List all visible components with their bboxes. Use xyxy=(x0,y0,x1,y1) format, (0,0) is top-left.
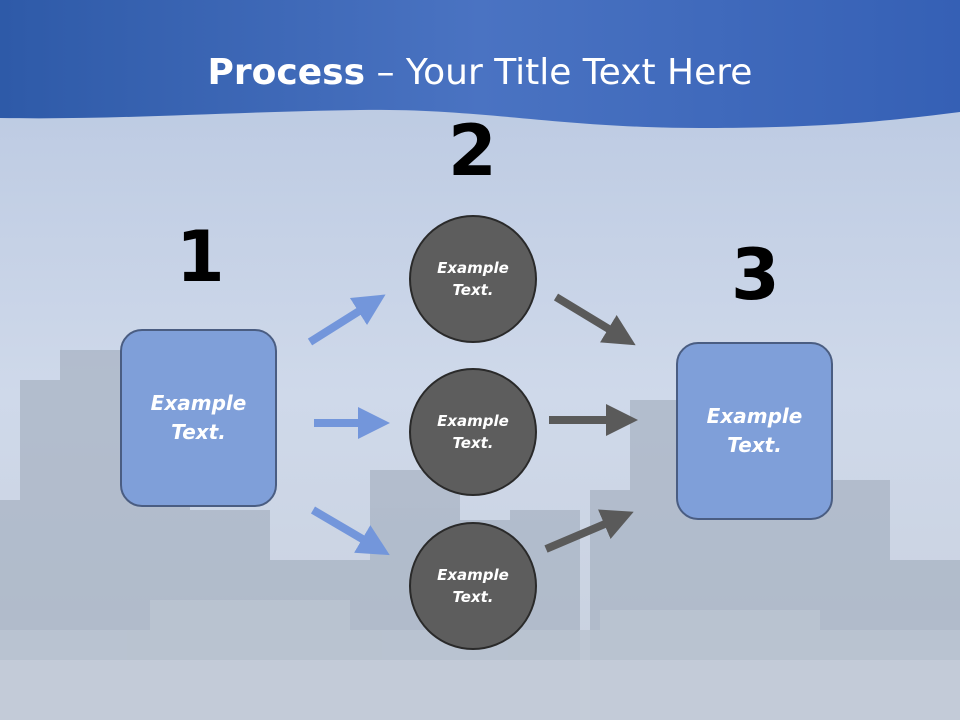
step-box-left-text: Example Text. xyxy=(150,391,247,444)
title-rest: – Your Title Text Here xyxy=(365,52,753,93)
step-circle-middle: Example Text. xyxy=(409,368,537,496)
step-number-1: 1 xyxy=(176,216,225,298)
step-circle-bottom: Example Text. xyxy=(409,522,537,650)
arrow-top-circle-to-box xyxy=(553,293,636,346)
step-circle-bottom-text: Example Text. xyxy=(437,565,509,607)
arrow-bottom-circle-to-box xyxy=(544,509,634,553)
step-number-3: 3 xyxy=(731,234,780,316)
slide-title: Process – Your Title Text Here xyxy=(0,52,960,93)
step-circle-top-text: Example Text. xyxy=(437,258,509,300)
arrow-box-to-bottom-circle xyxy=(310,506,390,556)
title-bold: Process xyxy=(207,52,366,93)
arrow-box-to-top-circle xyxy=(307,294,386,346)
step-number-2: 2 xyxy=(448,110,497,192)
step-box-right-text: Example Text. xyxy=(706,404,803,457)
step-box-left: Example Text. xyxy=(120,329,277,507)
step-circle-top: Example Text. xyxy=(409,215,537,343)
step-circle-middle-text: Example Text. xyxy=(437,411,509,453)
step-box-right: Example Text. xyxy=(676,342,833,520)
